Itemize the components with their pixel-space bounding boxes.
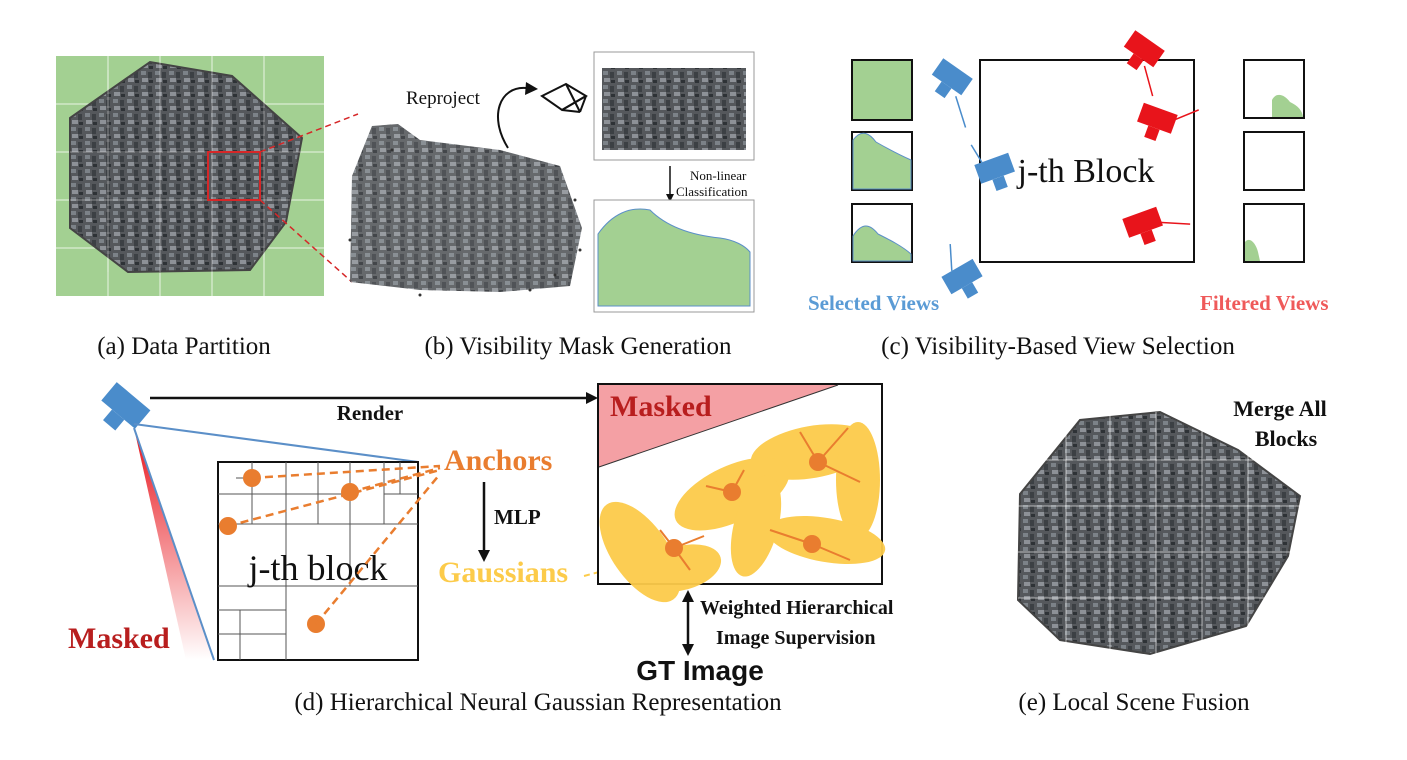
fusion-grid-overlay bbox=[1018, 412, 1300, 654]
mlp-arrow-head bbox=[478, 550, 490, 562]
caption-c: (c) Visibility-Based View Selection bbox=[881, 333, 1235, 360]
supervision-label-2: Image Supervision bbox=[716, 627, 875, 649]
visibility-mask-shape bbox=[597, 208, 751, 307]
frustum-line-lower bbox=[133, 427, 215, 661]
panel-e-local-scene-fusion: Merge All Blocks (e) Local Scene Fusion bbox=[1016, 396, 1327, 716]
filtered-views-label: Filtered Views bbox=[1200, 291, 1329, 315]
selected-thumb-2-mask bbox=[852, 132, 912, 190]
mlp-label: MLP bbox=[494, 505, 541, 529]
mask-boundary bbox=[598, 384, 839, 468]
supervision-label-1: Weighted Hierarchical bbox=[700, 597, 894, 619]
caption-d: (d) Hierarchical Neural Gaussian Represe… bbox=[294, 689, 782, 716]
gaussians-label: Gaussians bbox=[438, 556, 568, 589]
selected-camera-icon-1 bbox=[931, 58, 973, 128]
merge-label-2: Blocks bbox=[1255, 426, 1318, 451]
filtered-thumb-1-mask bbox=[1272, 94, 1303, 117]
zoom-line-top bbox=[259, 113, 359, 153]
caption-e: (e) Local Scene Fusion bbox=[1018, 689, 1250, 716]
filtered-thumb-2 bbox=[1243, 131, 1305, 191]
caption-a: (a) Data Partition bbox=[97, 333, 271, 360]
render-camera-icon bbox=[101, 382, 151, 431]
city-aerial-map-e bbox=[1016, 410, 1302, 656]
render-label: Render bbox=[337, 401, 404, 425]
j-th-block-label: j-th Block bbox=[1017, 153, 1155, 190]
point-cloud-speckles bbox=[348, 148, 582, 297]
anchors-label: Anchors bbox=[444, 444, 552, 477]
filtered-camera-icon-2 bbox=[1137, 102, 1200, 141]
gt-image-label: GT Image bbox=[636, 655, 764, 686]
j-th-block-square bbox=[979, 59, 1195, 263]
caption-b: (b) Visibility Mask Generation bbox=[424, 333, 732, 360]
masked-label-left: Masked bbox=[68, 622, 170, 655]
supervision-arrow-head-up bbox=[682, 590, 694, 602]
selected-camera-icon-3 bbox=[941, 244, 983, 299]
classification-arrow-head bbox=[666, 194, 674, 202]
j-th-block-text: j-th block bbox=[247, 548, 388, 588]
panel-d-hierarchical-gaussian: Masked Render j-th block bbox=[68, 382, 894, 716]
filtered-camera-icon-1 bbox=[1123, 30, 1165, 97]
filtered-camera-icon-3 bbox=[1122, 206, 1191, 245]
reproject-label: Reproject bbox=[406, 88, 481, 109]
reproject-arrow-head bbox=[525, 82, 538, 95]
masked-label-box: Masked bbox=[610, 390, 712, 423]
selected-thumb-3-mask bbox=[852, 225, 912, 262]
selected-block-highlight bbox=[207, 151, 261, 201]
classification-label-1: Non-linear bbox=[690, 168, 747, 183]
selected-thumb-1 bbox=[851, 59, 913, 121]
gaussian-center bbox=[803, 535, 821, 553]
supervision-arrow-head-down bbox=[682, 644, 694, 656]
gaussian-center bbox=[809, 453, 827, 471]
render-arrow-head bbox=[586, 392, 598, 404]
camera-frustum-icon bbox=[540, 82, 588, 113]
zoom-line-bottom bbox=[259, 199, 353, 283]
frustum-line-upper bbox=[133, 423, 419, 463]
selected-views-label: Selected Views bbox=[808, 291, 939, 315]
city-aerial-map-a bbox=[69, 60, 304, 274]
filtered-thumb-3-mask bbox=[1245, 239, 1260, 261]
panel-a-data-partition: (a) Data Partition bbox=[56, 56, 359, 360]
rendered-view-image bbox=[602, 68, 746, 150]
point-cloud-block bbox=[350, 124, 582, 292]
gaussian-center bbox=[665, 539, 683, 557]
selected-camera-icon-2 bbox=[970, 144, 1015, 191]
panel-c-view-selection: j-th Block bbox=[808, 30, 1329, 360]
reproject-arrow bbox=[497, 86, 527, 149]
classification-label-2: Classification bbox=[676, 184, 748, 199]
gaussian-centers bbox=[665, 453, 827, 557]
gaussian-center bbox=[723, 483, 741, 501]
panel-b-visibility-mask: Reproject Non-linear Classification (b) … bbox=[348, 51, 755, 360]
anchor-links bbox=[227, 464, 441, 625]
merge-label-1: Merge All bbox=[1233, 396, 1326, 421]
